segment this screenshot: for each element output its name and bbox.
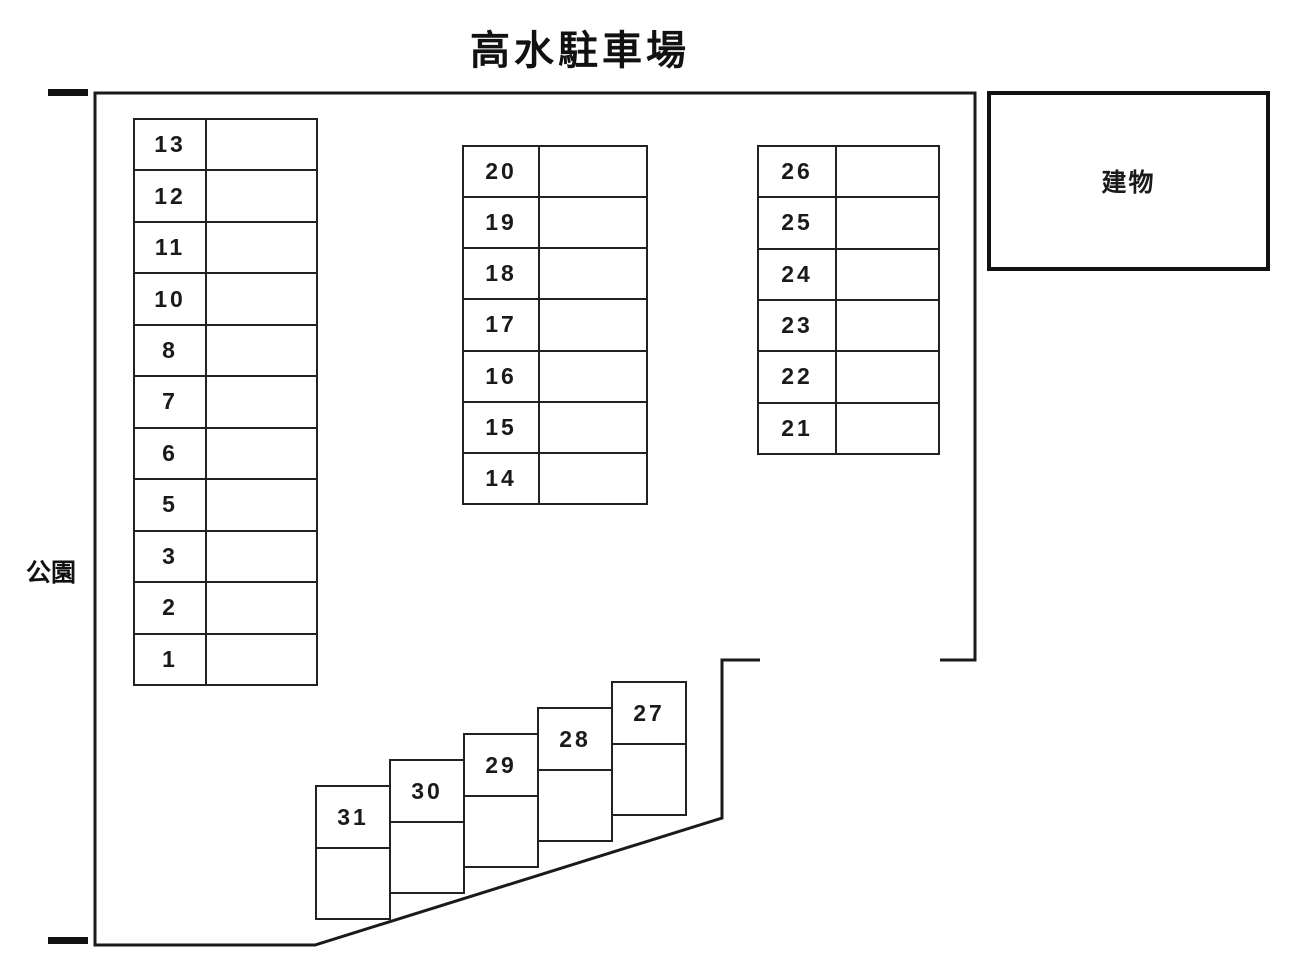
space-area [837,404,938,453]
space-number: 21 [759,403,837,453]
parking-space-row: 10 [135,274,316,326]
parking-space-row: 24 [759,249,938,301]
parking-space-row: 3 [135,531,316,584]
space-number: 19 [464,198,540,248]
space-area [317,849,389,918]
space-number: 13 [135,120,207,170]
space-number: 28 [539,709,611,771]
space-number: 22 [759,352,837,402]
space-area [207,171,316,220]
space-area [540,147,646,196]
space-number: 17 [464,300,540,350]
space-area [613,745,685,814]
space-area [207,532,316,581]
space-area [207,377,316,426]
space-area [207,583,316,632]
parking-space-box: 29 [463,733,539,868]
space-area [207,480,316,529]
space-number: 3 [135,531,207,582]
space-area [207,635,316,684]
park-label: 公園 [26,559,77,587]
parking-space-row: 26 [759,147,938,199]
parking-space-row: 20 [464,147,646,199]
space-number: 26 [759,147,837,197]
space-area [540,403,646,452]
parking-space-box: 30 [389,759,465,894]
space-number: 2 [135,583,207,633]
space-number: 5 [135,480,207,530]
parking-space-row: 22 [759,352,938,404]
space-number: 20 [464,147,540,197]
space-area [207,326,316,375]
parking-space-row: 7 [135,377,316,429]
space-area [837,198,938,247]
parking-space-row: 13 [135,120,316,172]
space-area [540,300,646,349]
space-number: 14 [464,453,540,503]
park-boundary-tick-bottom [48,937,88,944]
parking-space-row: 1 [135,634,316,684]
space-number: 23 [759,300,837,351]
space-area [837,301,938,350]
parking-space-row: 6 [135,428,316,481]
parking-space-row: 19 [464,198,646,250]
parking-space-row: 21 [759,403,938,453]
building-label: 建物 [1101,169,1156,197]
space-number: 24 [759,249,837,299]
space-area [465,797,537,866]
space-number: 12 [135,171,207,221]
space-number: 16 [464,351,540,401]
space-number: 18 [464,249,540,299]
space-number: 8 [135,325,207,376]
parking-space-row: 8 [135,325,316,378]
space-number: 30 [391,761,463,823]
diagram-title: 高水駐車場 [470,29,690,73]
space-number: 31 [317,787,389,849]
parking-space-row: 18 [464,249,646,301]
parking-space-row: 14 [464,453,646,503]
space-number: 15 [464,402,540,452]
parking-space-row: 15 [464,402,646,454]
parking-space-row: 5 [135,480,316,532]
space-number: 1 [135,634,207,684]
space-area [207,274,316,323]
space-area [207,429,316,478]
building: 建物 [987,91,1270,271]
space-area [540,198,646,247]
space-area [837,147,938,196]
space-area [207,120,316,169]
space-number: 10 [135,274,207,324]
parking-space-box: 28 [537,707,613,842]
space-area [837,352,938,401]
parking-space-row: 17 [464,300,646,352]
space-number: 7 [135,377,207,427]
space-number: 27 [613,683,685,745]
parking-space-row: 25 [759,198,938,250]
space-number: 6 [135,428,207,479]
park-boundary-tick-top [48,89,88,96]
space-number: 29 [465,735,537,797]
space-area [540,352,646,401]
parking-space-row: 16 [464,351,646,403]
parking-column-left: 13 12 11 10 8 7 6 5 3 2 1 [133,118,318,686]
parking-space-box: 31 [315,785,391,920]
space-area [391,823,463,892]
space-number: 11 [135,222,207,273]
space-area [540,454,646,503]
parking-space-row: 12 [135,171,316,223]
parking-column-right: 26 25 24 23 22 21 [757,145,940,455]
space-area [539,771,611,840]
parking-space-box: 27 [611,681,687,816]
parking-column-middle: 20 19 18 17 16 15 14 [462,145,648,505]
space-area [540,249,646,298]
space-number: 25 [759,198,837,248]
parking-space-row: 11 [135,222,316,275]
space-area [207,223,316,272]
parking-space-row: 2 [135,583,316,635]
space-area [837,250,938,299]
parking-space-row: 23 [759,300,938,353]
